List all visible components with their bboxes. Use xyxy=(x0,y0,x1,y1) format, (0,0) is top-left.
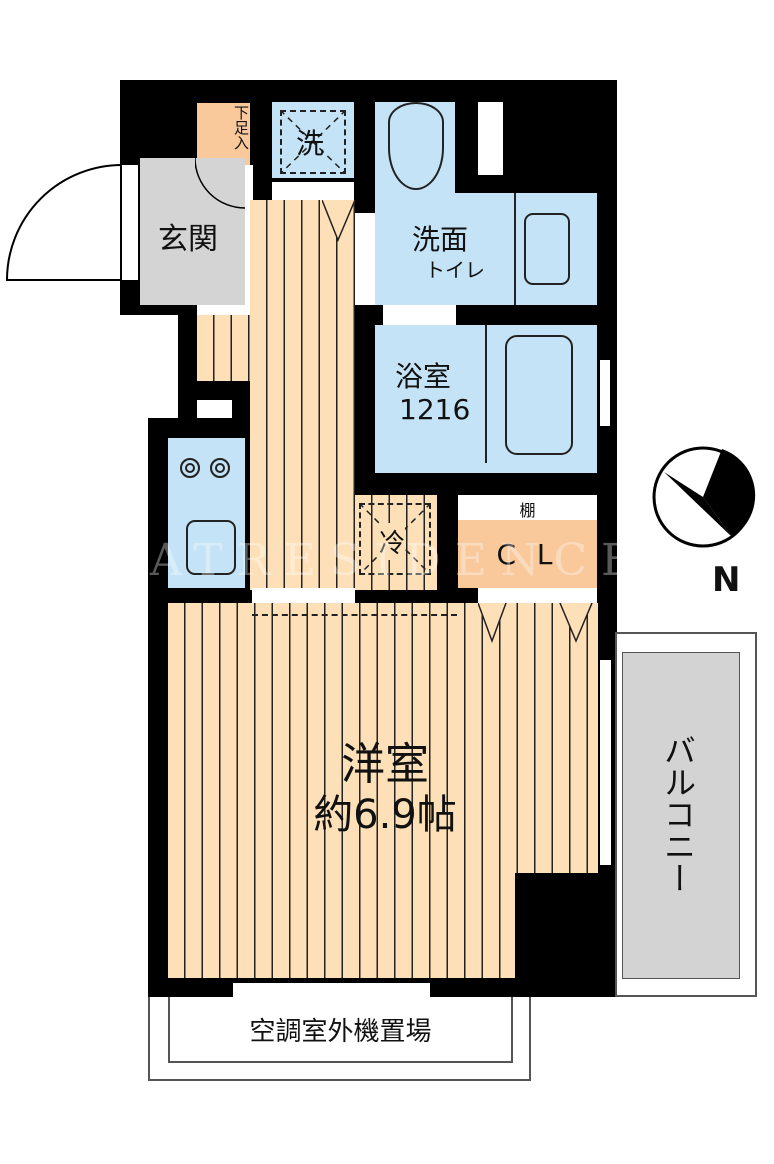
washer-space: 洗 xyxy=(272,102,354,178)
sink xyxy=(186,520,236,575)
entrance-door-swing xyxy=(5,164,123,281)
bathroom: 浴室 1216 xyxy=(375,325,597,473)
closet: C L xyxy=(458,520,597,588)
wall xyxy=(515,873,617,997)
north-label: N xyxy=(712,560,741,600)
step xyxy=(197,305,255,315)
wall-gap xyxy=(272,182,354,200)
closet-door[interactable] xyxy=(478,588,597,603)
balcony: バルコニー xyxy=(615,632,757,997)
ac-unit-area: 空調室外機置場 xyxy=(148,997,531,1081)
window xyxy=(233,982,430,997)
shelf: 棚 xyxy=(458,495,597,520)
kitchen xyxy=(168,438,245,588)
washroom xyxy=(455,193,597,305)
entrance: 玄関 xyxy=(140,158,245,305)
watermark: ATRESIDENCE xyxy=(150,535,648,586)
fridge-space: 冷 xyxy=(355,495,437,590)
bath-window xyxy=(599,360,611,426)
toilet-icon xyxy=(388,102,444,190)
shoe-storage: 下足入 xyxy=(197,103,250,165)
wall-gap xyxy=(197,400,232,418)
wall-gap xyxy=(245,165,253,315)
stove-burner-icon xyxy=(210,458,230,478)
hallway xyxy=(197,315,250,381)
window xyxy=(478,102,503,175)
bath-door[interactable] xyxy=(383,305,456,325)
stove-burner-icon xyxy=(180,458,200,478)
entrance-door-opening[interactable] xyxy=(120,165,140,280)
balcony-window xyxy=(599,660,612,865)
door-opening[interactable] xyxy=(355,213,375,305)
compass-icon xyxy=(652,446,756,548)
washbasin xyxy=(524,213,570,285)
door-swing xyxy=(195,158,245,209)
room-door[interactable] xyxy=(252,588,355,603)
hallway xyxy=(250,200,355,590)
bathtub xyxy=(505,335,573,455)
